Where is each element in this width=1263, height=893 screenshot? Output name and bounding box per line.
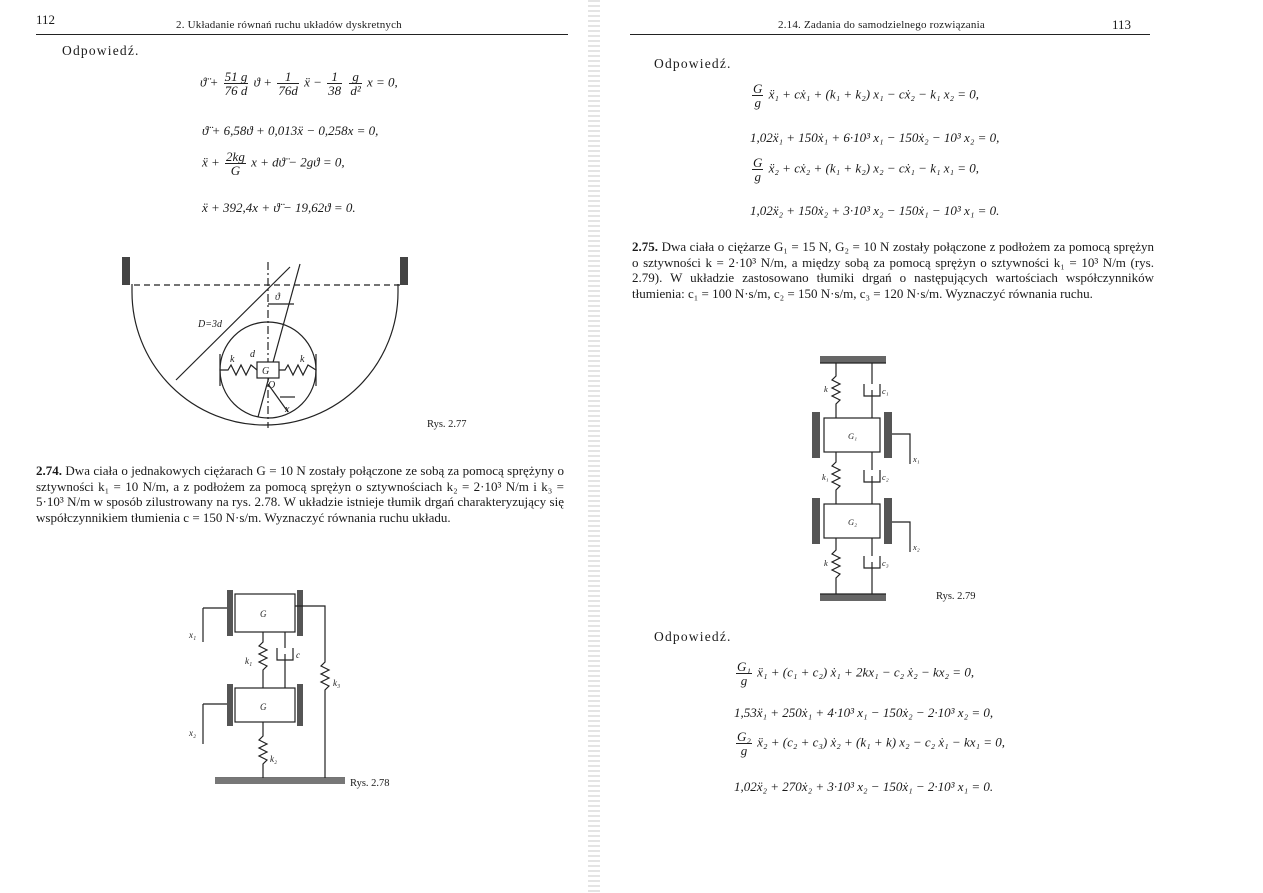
label-d: d <box>250 349 256 360</box>
label-c: c <box>296 650 300 660</box>
damper-c2 <box>863 452 881 504</box>
body-upper <box>234 593 296 633</box>
damper-c3 <box>863 538 881 594</box>
label-x2: x₂ <box>912 542 920 552</box>
floor-hatch <box>820 594 886 601</box>
answer-label: Odpowiedź. <box>654 629 732 644</box>
label-k-bottom: k <box>824 558 828 568</box>
equation: 1,02ẍ₁ + 150ẋ₁ + 6·10³ x₁ − 150ẋ₂ − 10³ … <box>750 130 1000 145</box>
answer-label: Odpowiedź. <box>654 56 732 71</box>
label-G1: G₁ <box>848 431 857 441</box>
label-x: x <box>284 404 290 415</box>
spring-k3 <box>295 605 331 778</box>
wall-hatch-left <box>122 257 130 285</box>
label-G-lower: G <box>260 702 267 712</box>
spring-left <box>220 363 258 377</box>
equation: 1,02ẍ₂ + 150ẋ₂ + 3·10³ x₂ − 150ẋ₁ − 10³ … <box>750 203 1000 218</box>
label-k1: k₁ <box>245 656 252 666</box>
problem-number: 2.74. <box>36 463 62 478</box>
spring-k-top <box>830 363 842 418</box>
body-G2 <box>823 503 881 539</box>
label-G2: G₂ <box>848 517 857 527</box>
label-k3: k₃ <box>333 678 340 688</box>
problem-2-75: 2.75. Dwa ciała o ciężarze G₁ = 15 N, G₂… <box>632 239 1154 301</box>
damper-c <box>276 632 294 688</box>
figure-caption: Rys. 2.78 <box>350 778 390 789</box>
diameter-arrow <box>175 266 291 381</box>
figure-2-78: G G x₁ x₂ k₁ k₂ k₃ c <box>188 590 345 784</box>
running-header: 2. Układanie równań ruchu układów dyskre… <box>176 19 402 31</box>
label-x1: x₁ <box>912 454 920 464</box>
problem-number: 2.75. <box>632 239 658 254</box>
figure-2-77: D=3d ϑ d k k G O x <box>122 257 408 428</box>
equation: 1,02ẍ₂ + 270ẋ₂ + 3·10³ x₂ − 150ẋ₁ − 2·10… <box>734 779 994 794</box>
wall-hatch-right <box>400 257 408 285</box>
arrow-x2 <box>892 521 911 552</box>
page-number: 112 <box>36 12 56 27</box>
left-page: 112 2. Układanie równań ruchu układów dy… <box>0 0 590 893</box>
running-header: 2.14. Zadania do samodzielnego rozwiązan… <box>778 19 985 31</box>
label-k1: k₁ <box>822 472 829 482</box>
spring-k1 <box>830 452 842 504</box>
ceiling-hatch <box>820 356 886 363</box>
body-G1 <box>823 417 881 453</box>
spring-right <box>279 363 317 377</box>
label-k-left: k <box>230 354 235 365</box>
figure-caption: Rys. 2.79 <box>936 591 976 602</box>
label-k-top: k <box>824 384 828 394</box>
label-k2: k₂ <box>270 754 277 764</box>
right-page: 2.14. Zadania do samodzielnego rozwiązan… <box>600 0 1263 893</box>
label-c2: c₂ <box>882 472 889 482</box>
body-lower <box>234 687 296 723</box>
outer-cylinder <box>131 284 399 426</box>
problem-text: Dwa ciała o ciężarze G₁ = 15 N, G₂ = 10 … <box>632 239 1154 301</box>
answer-label: Odpowiedź. <box>62 43 140 58</box>
spring-k-bottom <box>830 538 842 594</box>
spring-k2 <box>257 722 269 778</box>
label-O: O <box>268 380 275 391</box>
book-gutter <box>588 0 600 893</box>
figure-2-79: G₁ G₂ x₁ x₂ k k₁ k c₁ c₂ c₃ <box>812 356 920 601</box>
equation: 1,53ẍ₁ + 250ẋ₁ + 4·10³ x₁ − 150ẋ₂ − 2·10… <box>734 705 994 720</box>
header-rule <box>630 34 1150 35</box>
label-x2: x₂ <box>188 728 196 738</box>
label-c3: c₃ <box>882 558 889 568</box>
label-G-upper: G <box>260 609 267 619</box>
label-c1: c₁ <box>882 386 889 396</box>
equation: ẍ + 392,4x + ϑ̈ − 19,62ϑ = 0. <box>202 200 356 215</box>
spring-k1 <box>257 632 269 688</box>
label-k-right: k <box>300 354 305 365</box>
page-number: 113 <box>1112 17 1132 32</box>
arrow-x1 <box>892 433 911 464</box>
label-G: G <box>262 366 269 377</box>
label-theta: ϑ <box>275 292 281 303</box>
damper-c1 <box>863 363 881 418</box>
label-D: D=3d <box>197 319 223 330</box>
label-x1: x₁ <box>188 630 196 640</box>
equation: ϑ̈ + 6,58ϑ + 0,013ẍ − 0,258x = 0, <box>202 123 379 138</box>
figure-caption: Rys. 2.77 <box>427 419 467 430</box>
problem-2-74: 2.74. Dwa ciała o jednakowych ciężarach … <box>36 463 564 525</box>
header-rule <box>36 34 568 35</box>
problem-text: Dwa ciała o jednakowych ciężarach G = 10… <box>36 463 564 525</box>
